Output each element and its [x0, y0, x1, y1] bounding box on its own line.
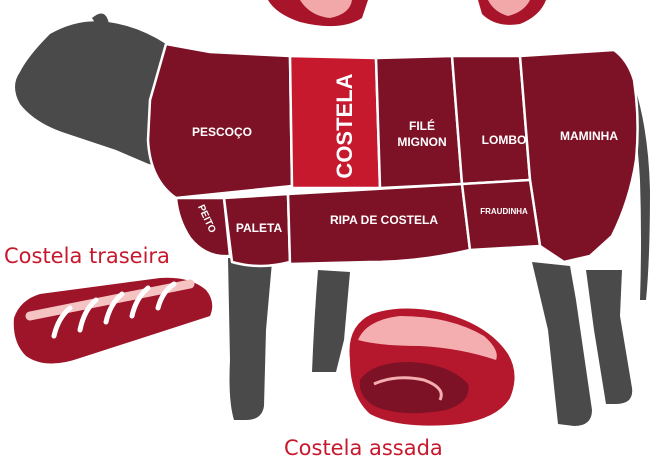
caption-costela-traseira: Costela traseira — [4, 244, 170, 268]
cut-pescoco — [146, 42, 294, 200]
caption-costela-assada: Costela assada — [284, 436, 443, 460]
cut-labels: PESCOÇO COSTELA FILÉ MIGNON LOMBO MAMINH… — [192, 73, 618, 235]
label-costela: COSTELA — [332, 73, 357, 178]
cow-legs — [228, 60, 650, 426]
rear-rib-meat-image — [13, 277, 213, 364]
top-meat-image-right — [478, 0, 546, 25]
label-file-line2: MIGNON — [397, 135, 446, 149]
roast-rib-meat-image — [349, 308, 515, 426]
label-fraudinha: FRAUDINHA — [480, 207, 528, 216]
label-pescoco: PESCOÇO — [192, 125, 252, 139]
label-lombo: LOMBO — [482, 133, 527, 147]
label-ripa: RIPA DE COSTELA — [330, 213, 438, 227]
cut-lombo — [450, 54, 532, 186]
cut-maminha — [518, 48, 639, 264]
cow-body-cuts — [146, 42, 639, 268]
cut-fraudinha — [460, 178, 542, 252]
label-paleta: PALETA — [236, 221, 283, 235]
label-maminha: MAMINHA — [560, 129, 618, 143]
top-meat-image-left — [268, 0, 368, 27]
label-file-line1: FILÉ — [409, 118, 435, 133]
cut-peito — [174, 196, 232, 258]
